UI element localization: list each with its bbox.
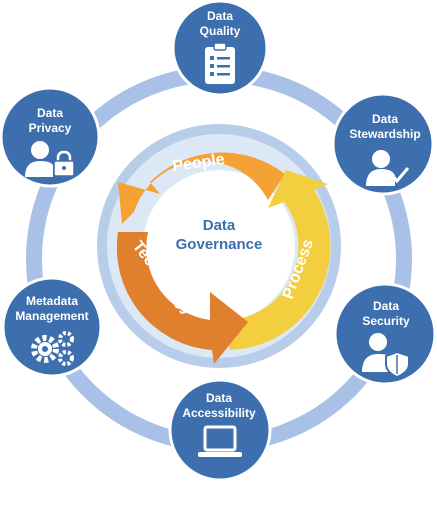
gears-icon <box>31 331 74 366</box>
node-accessibility-line2: Accessibility <box>182 406 256 420</box>
user-lock-icon <box>25 141 75 177</box>
node-data-stewardship[interactable]: Data Stewardship <box>331 92 435 196</box>
node-data-quality[interactable]: Data Quality <box>171 0 269 97</box>
laptop-icon <box>198 425 242 457</box>
cycle-arrows <box>116 152 331 364</box>
user-shield-icon <box>362 333 410 379</box>
node-accessibility-line1: Data <box>206 391 232 405</box>
node-security-line2: Security <box>362 314 410 328</box>
people-arrow <box>118 152 285 224</box>
process-arrow <box>226 170 331 350</box>
node-stewardship-line1: Data <box>372 112 398 126</box>
node-security-line1: Data <box>373 299 399 313</box>
node-metadata-line1: Metadata <box>26 294 78 308</box>
clipboard-list-icon <box>205 42 235 84</box>
node-privacy-line2: Privacy <box>29 121 72 135</box>
node-stewardship-line2: Stewardship <box>349 127 420 141</box>
node-privacy-line1: Data <box>37 106 63 120</box>
node-quality-line1: Data <box>207 9 233 23</box>
node-metadata-line2: Management <box>15 309 88 323</box>
center-title-line2: Governance <box>176 236 263 253</box>
node-quality-line2: Quality <box>200 24 241 38</box>
node-metadata-management[interactable]: Metadata Management <box>1 276 103 378</box>
user-check-icon <box>366 150 410 186</box>
center-title-line1: Data <box>203 217 236 234</box>
technology-arrow <box>116 232 248 364</box>
node-data-privacy[interactable]: Data Privacy <box>0 86 101 188</box>
node-data-security[interactable]: Data Security <box>333 282 437 386</box>
node-data-accessibility[interactable]: Data Accessibility <box>168 378 272 482</box>
center-disc <box>143 170 295 322</box>
